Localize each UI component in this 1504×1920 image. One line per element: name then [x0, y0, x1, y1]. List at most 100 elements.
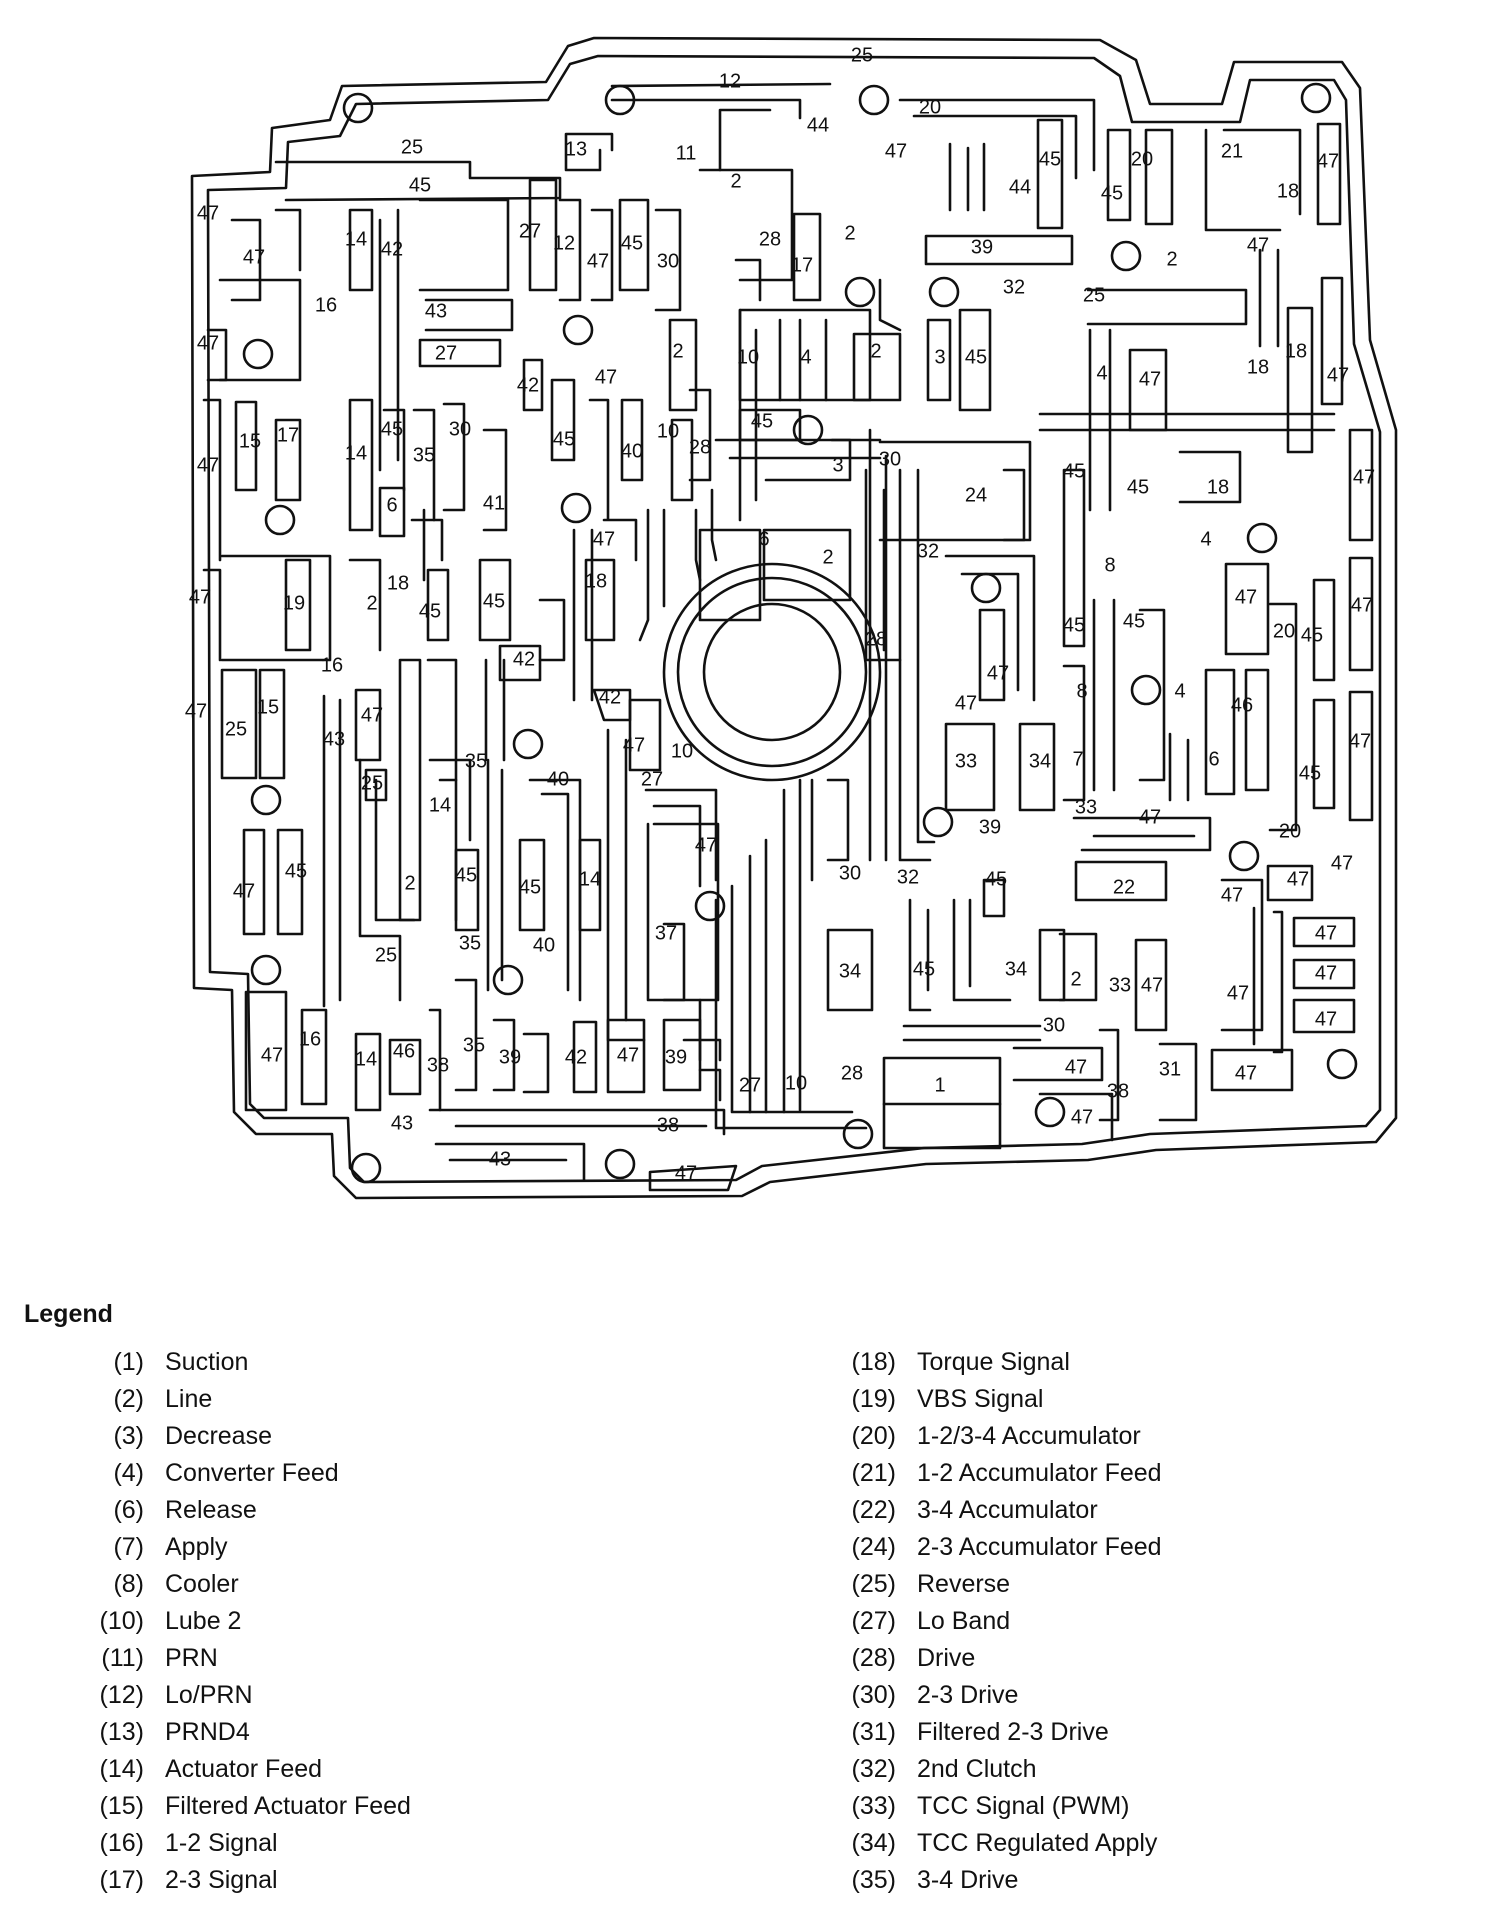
legend-name: Torque Signal	[917, 1348, 1070, 1376]
passage-label: 47	[233, 880, 255, 902]
legend-code: (16)	[99, 1829, 144, 1857]
passage-label: 4	[800, 346, 811, 368]
legend-row: (1)Suction	[70, 1348, 411, 1385]
legend-code: (14)	[99, 1755, 144, 1783]
passage-label: 8	[1104, 554, 1115, 576]
passage-label: 25	[375, 944, 397, 966]
passage-label: 41	[483, 492, 505, 514]
passage-label: 47	[1351, 594, 1373, 616]
passage-label: 18	[1285, 340, 1307, 362]
passage-label: 45	[455, 864, 477, 886]
legend-name: 3-4 Accumulator	[917, 1496, 1098, 1524]
passage-label: 47	[593, 528, 615, 550]
passage-label: 47	[617, 1044, 639, 1066]
passage-label: 47	[1065, 1056, 1087, 1078]
passage-label: 47	[1349, 730, 1371, 752]
passage-label: 42	[381, 238, 403, 260]
passage-label: 30	[879, 448, 901, 470]
legend-row: (11)PRN	[70, 1644, 411, 1681]
passage-label: 45	[409, 174, 431, 196]
passage-label: 3	[934, 346, 945, 368]
passage-label: 47	[595, 366, 617, 388]
central-accumulator-bore	[662, 562, 882, 782]
passage-label: 25	[361, 772, 383, 794]
passage-label: 47	[1327, 364, 1349, 386]
legend-name: TCC Signal (PWM)	[917, 1792, 1130, 1820]
passage-label: 16	[299, 1028, 321, 1050]
passage-label: 34	[839, 960, 861, 982]
legend-name: 1-2 Signal	[165, 1829, 278, 1857]
passage-label: 47	[1353, 466, 1375, 488]
legend-title: Legend	[24, 1300, 113, 1328]
passage-label: 45	[1101, 182, 1123, 204]
legend-name: 1-2/3-4 Accumulator	[917, 1422, 1141, 1450]
legend-code: (35)	[851, 1866, 896, 1894]
legend-name: Lube 2	[165, 1607, 242, 1635]
passage-label: 45	[381, 418, 403, 440]
passage-label: 42	[599, 686, 621, 708]
passage-label: 42	[517, 374, 539, 396]
passage-label: 35	[465, 750, 487, 772]
passage-label: 17	[791, 254, 813, 276]
passage-label: 43	[425, 300, 447, 322]
passage-label: 34	[1029, 750, 1051, 772]
passage-label: 47	[1071, 1106, 1093, 1128]
legend-name: Decrease	[165, 1422, 272, 1450]
valve-body-passage-diagram: 2512204413471145202147252454445184727144…	[185, 36, 1398, 1200]
passage-label: 27	[519, 220, 541, 242]
passage-label: 47	[885, 140, 907, 162]
passage-label: 39	[665, 1046, 687, 1068]
passage-label: 32	[1003, 276, 1025, 298]
passage-label: 12	[553, 232, 575, 254]
passage-label: 20	[919, 96, 941, 118]
legend-code: (11)	[101, 1644, 144, 1672]
legend-name: Filtered Actuator Feed	[165, 1792, 411, 1820]
passage-label: 15	[257, 696, 279, 718]
legend-code: (24)	[851, 1533, 896, 1561]
passage-label: 35	[413, 444, 435, 466]
passage-label: 12	[719, 70, 741, 92]
passage-label: 3	[832, 454, 843, 476]
legend-code: (17)	[99, 1866, 144, 1894]
passage-label: 47	[1287, 868, 1309, 890]
passage-label: 45	[419, 600, 441, 622]
passage-label: 40	[533, 934, 555, 956]
passage-label: 6	[1208, 748, 1219, 770]
passage-label: 33	[1109, 974, 1131, 996]
legend-row: (15)Filtered Actuator Feed	[70, 1792, 411, 1829]
legend-name: Suction	[165, 1348, 249, 1376]
legend-name: Drive	[917, 1644, 976, 1672]
passage-label: 30	[1043, 1014, 1065, 1036]
passage-label: 18	[1247, 356, 1269, 378]
passage-label: 47	[261, 1044, 283, 1066]
passage-label: 43	[391, 1112, 413, 1134]
passage-label: 38	[1107, 1080, 1129, 1102]
passage-label: 14	[345, 442, 367, 464]
legend-code: (6)	[113, 1496, 144, 1524]
legend-row: (35)3-4 Drive	[822, 1866, 1162, 1903]
passage-label: 47	[675, 1162, 697, 1184]
valve-body-outline	[190, 36, 1398, 1200]
legend-code: (21)	[851, 1459, 896, 1487]
passage-label: 2	[870, 340, 881, 362]
passage-label: 45	[1301, 624, 1323, 646]
legend-name: Apply	[165, 1533, 228, 1561]
passage-label: 14	[579, 868, 601, 890]
passage-label: 25	[851, 44, 873, 66]
legend-code: (8)	[113, 1570, 144, 1598]
passage-label: 47	[1235, 1062, 1257, 1084]
legend-row: (17)2-3 Signal	[70, 1866, 411, 1903]
passage-label: 47	[189, 586, 211, 608]
passage-label: 32	[897, 866, 919, 888]
legend-row: (19)VBS Signal	[822, 1385, 1162, 1422]
passage-label: 45	[1123, 610, 1145, 632]
passage-label: 10	[657, 420, 679, 442]
passage-label: 2	[1166, 248, 1177, 270]
passage-label: 25	[1083, 284, 1105, 306]
passage-label: 10	[785, 1072, 807, 1094]
legend-row: (28)Drive	[822, 1644, 1162, 1681]
passage-label: 47	[197, 454, 219, 476]
legend-name: Converter Feed	[165, 1459, 339, 1487]
passage-label: 17	[277, 424, 299, 446]
passage-label: 46	[393, 1040, 415, 1062]
